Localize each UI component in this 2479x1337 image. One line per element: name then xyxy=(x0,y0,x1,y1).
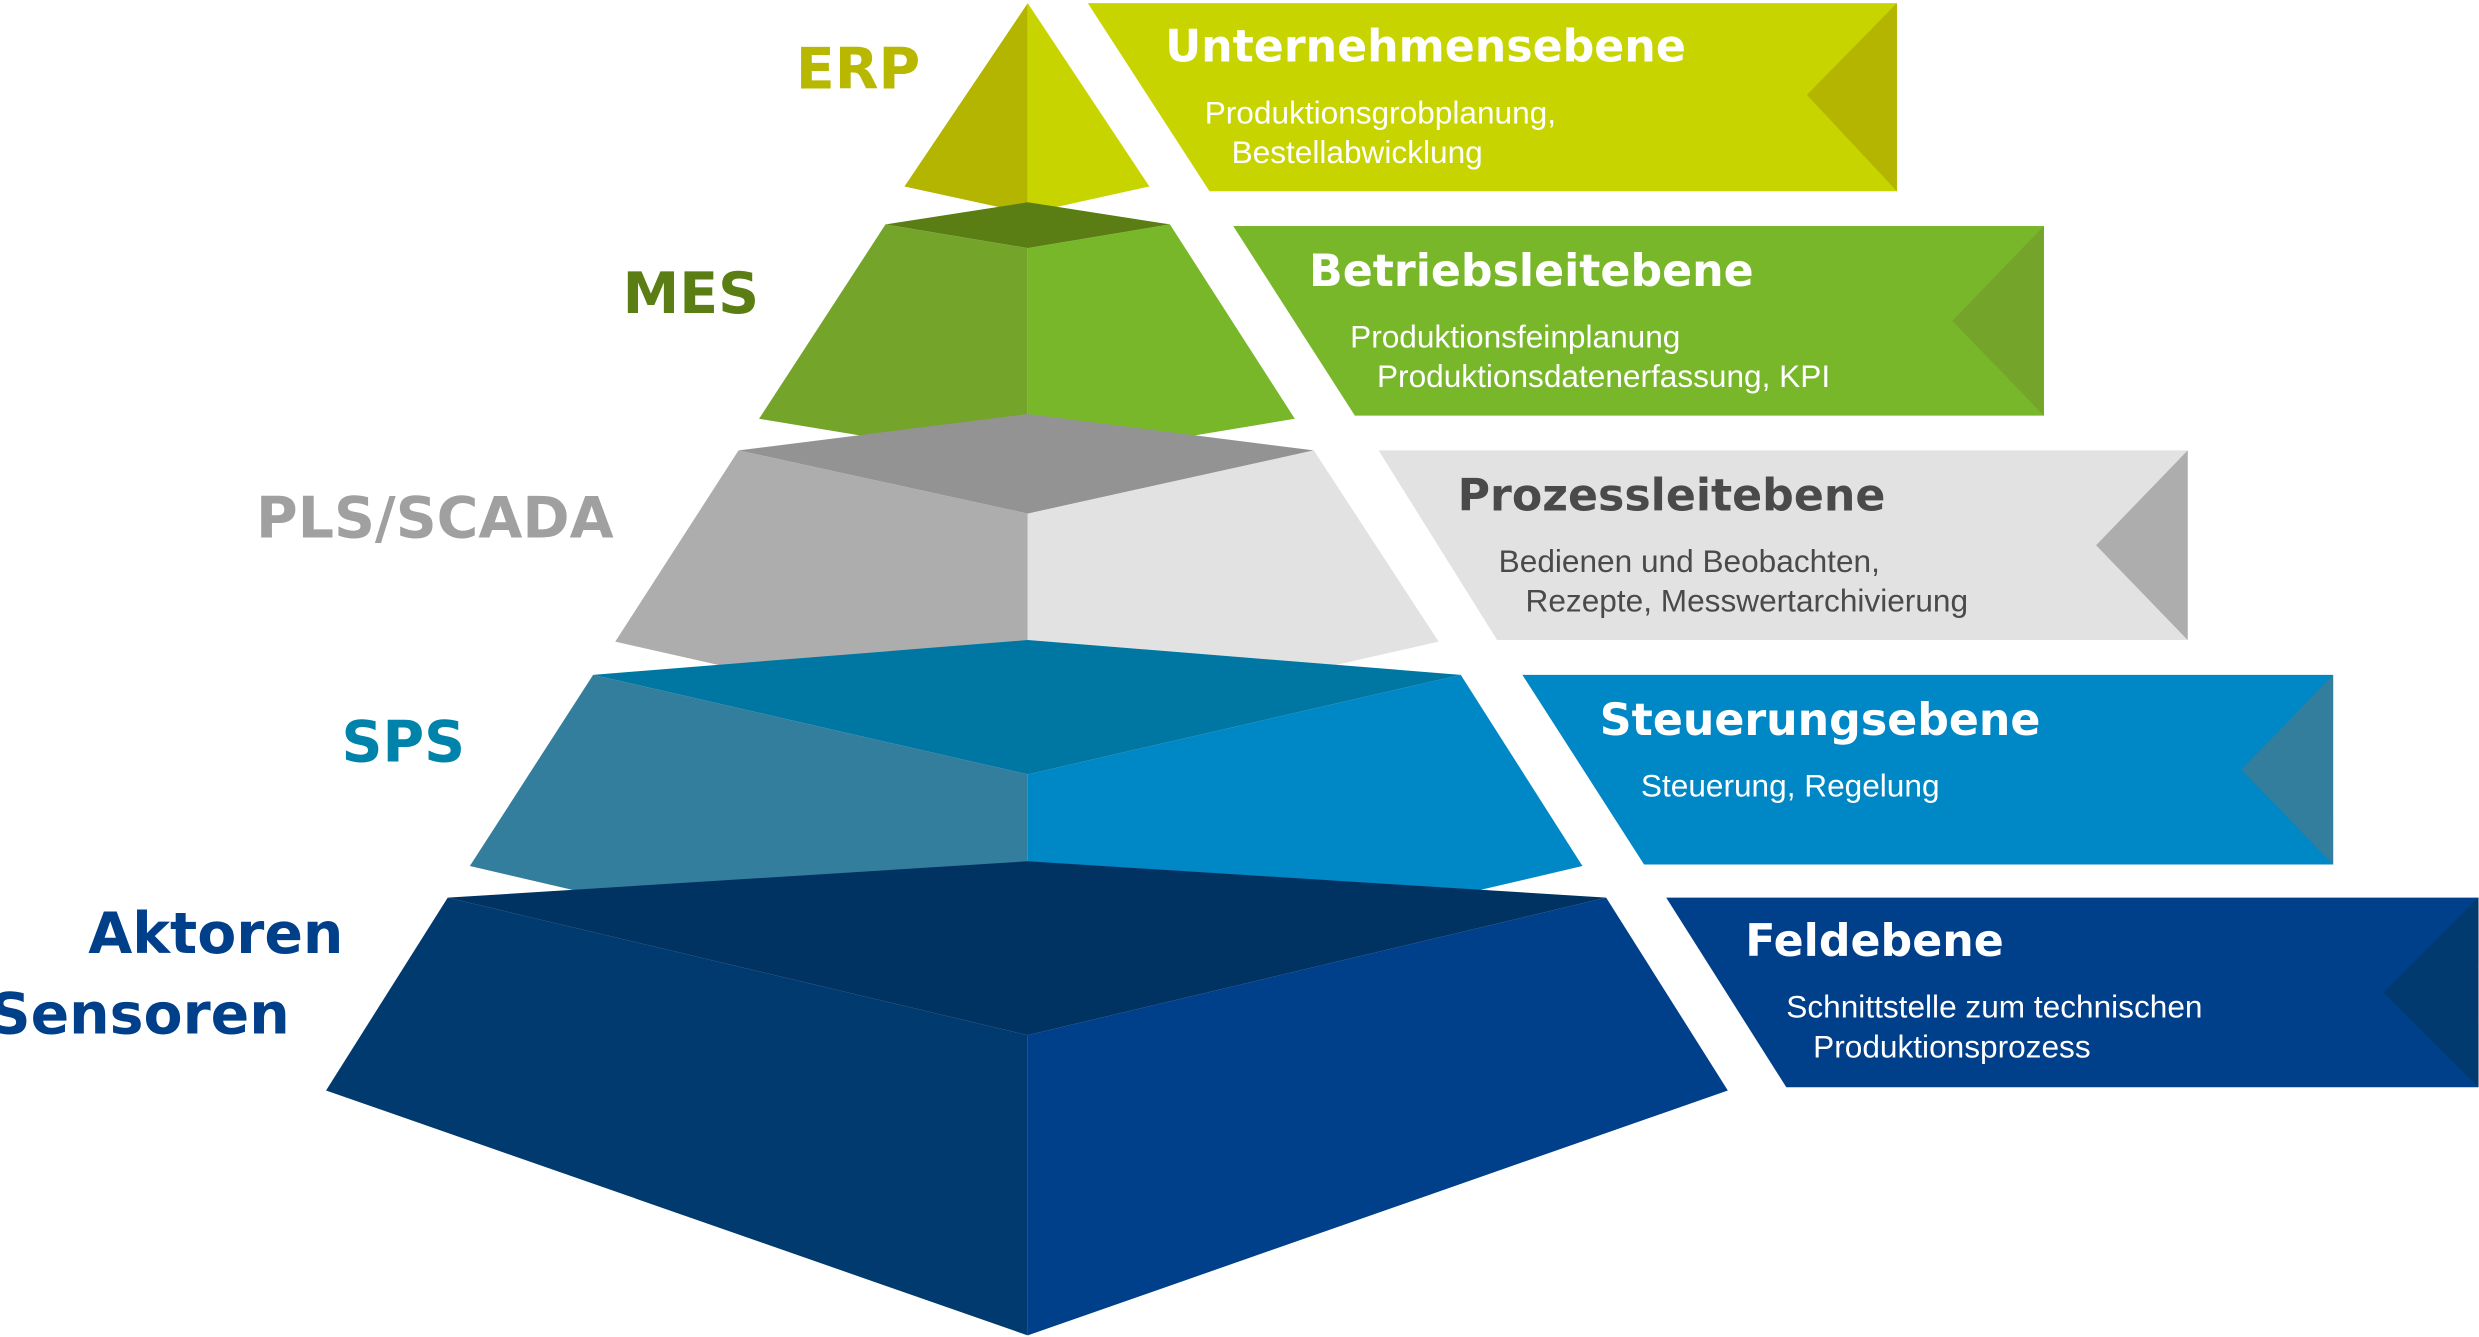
pyramid-level-erp xyxy=(904,3,1150,214)
banner-bg xyxy=(1378,450,2188,641)
mes-top-face xyxy=(885,202,1170,249)
feld-right-face xyxy=(1027,897,1728,1336)
banner-line: Schnittstelle zum technischen xyxy=(1786,989,2202,1025)
banner-line: Rezepte, Messwertarchivierung xyxy=(1526,583,1968,619)
banner-line: Steuerung, Regelung xyxy=(1641,768,1940,804)
mes-left-face xyxy=(759,224,1028,464)
label-erp: ERP xyxy=(796,37,920,103)
sps-top-face xyxy=(593,640,1461,775)
pyramid-level-mes xyxy=(759,202,1295,464)
banner-bg xyxy=(1522,674,2334,865)
label-mes: MES xyxy=(623,261,759,327)
erp-right-face xyxy=(1027,3,1150,214)
label-aktoren: Aktoren xyxy=(88,901,343,967)
chevron-notch-icon xyxy=(2241,674,2334,865)
banner-betriebsleitebene: Betriebsleitebene Produktionsfeinplanung… xyxy=(1233,225,2044,416)
banner-title: Steuerungsebene xyxy=(1600,695,2041,746)
banner-line: Produktionsprozess xyxy=(1813,1028,2090,1064)
banner-line: Produktionsgrobplanung, xyxy=(1205,94,1556,130)
chevron-notch-icon xyxy=(1952,225,2044,416)
chevron-notch-icon xyxy=(2383,897,2479,1088)
banner-title: Betriebsleitebene xyxy=(1309,246,1754,297)
banner-title: Feldebene xyxy=(1745,916,2003,967)
pls-top-face xyxy=(738,414,1314,514)
banner-steuerungsebene: Steuerungsebene Steuerung, Regelung xyxy=(1522,674,2334,865)
banner-unternehmensebene: Unternehmensebene Produktionsgrobplanung… xyxy=(1087,3,1897,192)
erp-left-face xyxy=(904,3,1028,214)
banner-prozessleitebene: Prozessleitebene Bedienen und Beobachten… xyxy=(1378,450,2188,641)
label-pls-scada: PLS/SCADA xyxy=(256,485,614,551)
banner-line: Bedienen und Beobachten, xyxy=(1499,543,1880,579)
banner-feldebene: Feldebene Schnittstelle zum technischen … xyxy=(1666,897,2479,1088)
banner-line: Bestellabwicklung xyxy=(1232,134,1483,170)
label-sensoren: Sensoren xyxy=(0,982,290,1048)
banner-line: Produktionsfeinplanung xyxy=(1350,319,1680,355)
banner-bg xyxy=(1666,897,2479,1088)
label-sps: SPS xyxy=(342,710,466,776)
feld-left-face xyxy=(326,897,1028,1336)
pyramid-level-feld xyxy=(326,861,1728,1336)
banner-bg xyxy=(1233,225,2044,416)
mes-right-face xyxy=(1027,224,1295,464)
banner-title: Prozessleitebene xyxy=(1458,470,1886,521)
banner-line: Produktionsdatenerfassung, KPI xyxy=(1377,358,1830,394)
banner-title: Unternehmensebene xyxy=(1165,22,1686,73)
feld-top-face xyxy=(447,861,1607,1036)
chevron-notch-icon xyxy=(2096,450,2188,641)
chevron-notch-icon xyxy=(1806,3,1897,192)
banner-bg xyxy=(1087,3,1897,192)
